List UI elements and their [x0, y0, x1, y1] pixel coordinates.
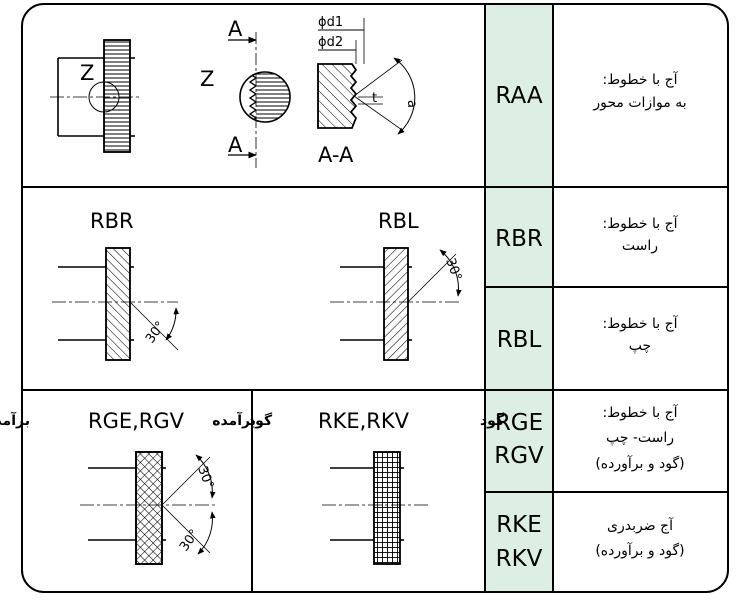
rke-word-right: گود	[480, 412, 505, 429]
rke-figure	[322, 451, 430, 565]
rke-title: RKE,RKV	[318, 409, 410, 433]
code-column	[485, 4, 553, 592]
rge-word-right: گود	[248, 412, 273, 429]
rge-word-left: برآمده	[0, 411, 30, 429]
rke-word-left: برآمده	[212, 411, 256, 429]
desc-raa-2: به موازات محور	[592, 95, 686, 111]
code-rbr: RBR	[495, 226, 543, 252]
desc-rbr-2: راست	[622, 238, 658, 254]
rbl-angle: 30°	[442, 256, 464, 283]
rbl-figure	[330, 247, 462, 361]
rbl-title: RBL	[378, 209, 419, 233]
raa-dim-d1: ϕd1	[318, 15, 343, 30]
rge-title: RGE,RGV	[88, 409, 185, 433]
raa-section-label-bottom: A	[228, 133, 243, 157]
raa-detail-label-zoom: Z	[200, 67, 214, 91]
code-rke: RKE	[496, 512, 542, 538]
rbr-figure	[52, 247, 180, 361]
rge-figure	[80, 451, 216, 565]
rbr-angle: 30°	[143, 319, 169, 346]
rge-angle-top: 30°	[194, 464, 216, 491]
raa-section-label-top: A	[228, 17, 243, 41]
desc-raa-1: آج با خطوط:	[602, 71, 678, 88]
raa-dim-d2: ϕd2	[318, 35, 343, 50]
raa-dim-a: a	[404, 100, 419, 108]
desc-rge-2: راست- چپ	[606, 430, 674, 446]
rge-angle-bottom: 30°	[177, 527, 203, 554]
raa-dim-t: t	[372, 91, 377, 106]
raa-section-name: A-A	[318, 143, 354, 167]
code-rgv: RGV	[494, 443, 544, 469]
rbr-title: RBR	[90, 209, 134, 233]
raa-figure	[50, 18, 416, 168]
code-raa: RAA	[495, 83, 542, 109]
desc-rke-1: آج ضربدری	[607, 517, 674, 534]
desc-rbl-1: آج با خطوط:	[602, 315, 678, 332]
desc-rge-3: (گود و برآورده)	[595, 455, 684, 472]
desc-rge-1: آج با خطوط:	[602, 404, 678, 421]
desc-rbl-2: چپ	[629, 338, 651, 354]
code-rge: RGE	[495, 410, 543, 436]
code-rkv: RKV	[496, 546, 543, 572]
table-border	[21, 3, 729, 593]
desc-rbr-1: آج با خطوط:	[602, 215, 678, 232]
desc-rke-2: (گود و برآورده)	[595, 542, 684, 559]
table-grid	[22, 4, 728, 592]
raa-detail-label: Z	[80, 61, 94, 85]
code-rbl: RBL	[497, 327, 542, 353]
